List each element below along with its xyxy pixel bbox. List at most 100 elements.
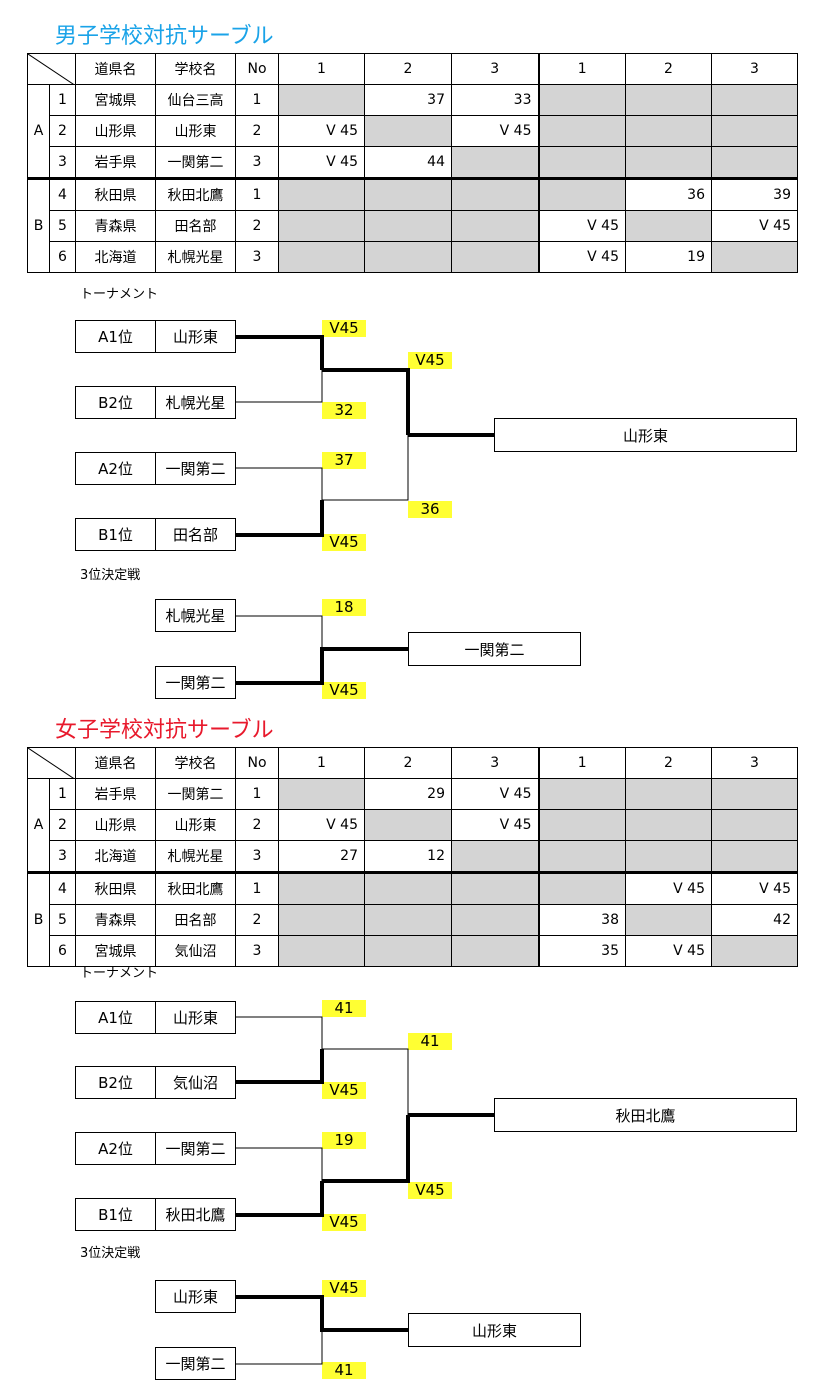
school-cell: 田名部 (155, 904, 236, 936)
prefecture-cell: 青森県 (75, 904, 156, 936)
bout-cell (538, 84, 626, 116)
school-box: 山形東 (155, 320, 236, 353)
diagonal-corner-cell (27, 53, 76, 85)
girls-third-place-label: 3位決定戦 (80, 1246, 141, 1261)
bout-cell (364, 904, 452, 936)
school-cell: 秋田北鷹 (155, 177, 236, 211)
bout-cell (451, 177, 540, 211)
score-label: V45 (322, 1082, 366, 1099)
bout-cell (711, 146, 798, 179)
school-cell: 気仙沼 (155, 935, 236, 967)
bout-cell: 38 (538, 904, 626, 936)
prefecture-cell: 青森県 (75, 210, 156, 242)
bout-cell (625, 115, 712, 147)
school-box: 一関第二 (155, 1132, 236, 1165)
bout-cell (451, 840, 540, 873)
prefecture-cell: 宮城県 (75, 935, 156, 967)
school-cell: 仙台三高 (155, 84, 236, 116)
header-a1: 1 (278, 747, 365, 779)
school-cell: 田名部 (155, 210, 236, 242)
bout-cell (538, 146, 626, 179)
header-no: No (235, 53, 279, 85)
no-cell: 2 (235, 904, 279, 936)
bout-cell (711, 840, 798, 873)
bout-cell (625, 146, 712, 179)
bout-cell: V 45 (625, 935, 712, 967)
bout-cell (364, 241, 452, 273)
score-label: 19 (322, 1132, 366, 1149)
seed-label: B1位 (75, 518, 156, 551)
row-number: 4 (49, 177, 76, 211)
bout-cell: 27 (278, 840, 365, 873)
prefecture-cell: 山形県 (75, 115, 156, 147)
bout-cell: 19 (625, 241, 712, 273)
bout-cell (625, 778, 712, 810)
bout-cell: V 45 (451, 778, 540, 810)
header-a2: 2 (364, 747, 452, 779)
prefecture-cell: 秋田県 (75, 177, 156, 211)
school-box: 札幌光星 (155, 599, 236, 632)
bout-cell (711, 84, 798, 116)
school-cell: 秋田北鷹 (155, 871, 236, 905)
school-cell: 山形東 (155, 115, 236, 147)
score-label: V45 (322, 1214, 366, 1231)
score-label: V45 (408, 352, 452, 369)
bout-cell (364, 177, 452, 211)
boys-section-title: 男子学校対抗サーブル (55, 24, 274, 49)
prefecture-cell: 宮城県 (75, 84, 156, 116)
row-number: 5 (49, 210, 76, 242)
score-label: V45 (322, 320, 366, 337)
no-cell: 3 (235, 241, 279, 273)
bout-cell: V 45 (711, 871, 798, 905)
header-b1: 1 (538, 747, 626, 779)
school-box: 札幌光星 (155, 386, 236, 419)
score-label: 18 (322, 599, 366, 616)
header-b3: 3 (711, 747, 798, 779)
score-label: 36 (408, 501, 452, 518)
bout-cell (711, 809, 798, 841)
bout-cell (451, 241, 540, 273)
bout-cell (278, 778, 365, 810)
score-label: V45 (408, 1182, 452, 1199)
bout-cell (625, 210, 712, 242)
score-label: 37 (322, 452, 366, 469)
bout-cell (625, 840, 712, 873)
bout-cell (278, 871, 365, 905)
bout-cell (538, 177, 626, 211)
header-b3: 3 (711, 53, 798, 85)
school-cell: 山形東 (155, 809, 236, 841)
no-cell: 1 (235, 84, 279, 116)
bout-cell: V 45 (278, 809, 365, 841)
group-label: A (27, 84, 50, 179)
seed-label: B2位 (75, 1066, 156, 1099)
bout-cell (451, 904, 540, 936)
school-box: 田名部 (155, 518, 236, 551)
bout-cell (364, 115, 452, 147)
bout-cell: 36 (625, 177, 712, 211)
bout-cell: V 45 (538, 241, 626, 273)
score-label: V45 (322, 1280, 366, 1297)
bout-cell (711, 115, 798, 147)
third-place-winner-box: 一関第二 (408, 632, 581, 666)
boys-third-place-label: 3位決定戦 (80, 568, 141, 583)
school-cell: 一関第二 (155, 146, 236, 179)
bout-cell: 35 (538, 935, 626, 967)
row-number: 2 (49, 115, 76, 147)
bout-cell (278, 210, 365, 242)
bout-cell (711, 241, 798, 273)
bout-cell: V 45 (451, 809, 540, 841)
row-number: 6 (49, 935, 76, 967)
header-prefecture: 道県名 (75, 53, 156, 85)
